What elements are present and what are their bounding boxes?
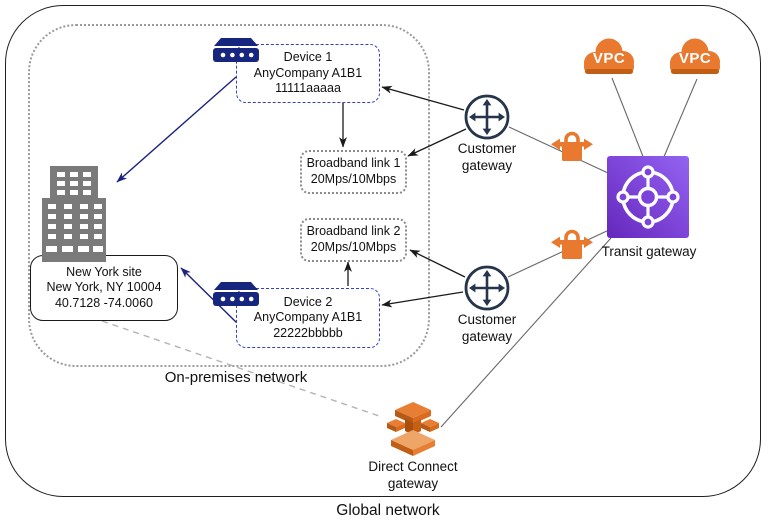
office-building-icon xyxy=(38,166,110,267)
broadband-link1-title: Broadband link 1 xyxy=(306,156,401,171)
transit-gateway-icon xyxy=(607,156,689,243)
vpn-connection-bottom-icon xyxy=(551,227,593,266)
customer-gateway-bottom-icon xyxy=(463,264,511,317)
customer-gateway-top-label: Customer gateway xyxy=(457,141,517,173)
device1-box: Device 1 AnyCompany A1B1 11111aaaaa xyxy=(236,44,380,103)
device1-title: Device 1 xyxy=(283,50,333,65)
broadband-link2-speed: 20Mps/10Mbps xyxy=(310,240,397,254)
site-title: New York site xyxy=(66,264,142,279)
broadband-link1-box: Broadband link 1 20Mps/10Mbps xyxy=(300,150,407,194)
vpc-left-icon: VPC xyxy=(580,37,638,79)
router-icon xyxy=(212,37,260,68)
direct-connect-gateway-icon xyxy=(385,402,441,461)
device1-company: AnyCompany A1B1 xyxy=(253,65,363,80)
device2-box: Device 2 AnyCompany A1B1 22222bbbbb xyxy=(236,288,380,348)
device2-company: AnyCompany A1B1 xyxy=(253,310,363,325)
device2-id: 22222bbbbb xyxy=(273,325,343,340)
router-icon xyxy=(212,281,260,312)
vpc-left-label: VPC xyxy=(592,50,626,67)
new-york-site-box: New York site New York, NY 10004 40.7128… xyxy=(30,255,178,321)
vpc-right-label: VPC xyxy=(678,50,712,67)
customer-gateway-top-icon xyxy=(463,93,511,146)
global-network-label: Global network xyxy=(336,502,440,519)
on-premises-network-boundary xyxy=(28,24,430,367)
on-premises-network-label: On-premises network xyxy=(164,369,308,386)
vpn-connection-top-icon xyxy=(551,129,593,168)
vpc-right-icon: VPC xyxy=(666,37,724,79)
direct-connect-gateway-label: Direct Connect gateway xyxy=(368,459,458,491)
customer-gateway-bottom-label: Customer gateway xyxy=(457,312,517,344)
device1-id: 11111aaaaa xyxy=(275,81,341,96)
broadband-link2-title: Broadband link 2 xyxy=(306,224,401,239)
site-address: New York, NY 10004 xyxy=(46,280,162,295)
broadband-link1-speed: 20Mps/10Mbps xyxy=(310,172,397,186)
broadband-link2-box: Broadband link 2 20Mps/10Mbps xyxy=(300,218,407,262)
global-network-boundary xyxy=(5,5,761,497)
transit-gateway-label: Transit gateway xyxy=(601,244,697,259)
device2-title: Device 2 xyxy=(283,294,333,309)
site-coordinates: 40.7128 -74.0060 xyxy=(54,295,153,310)
